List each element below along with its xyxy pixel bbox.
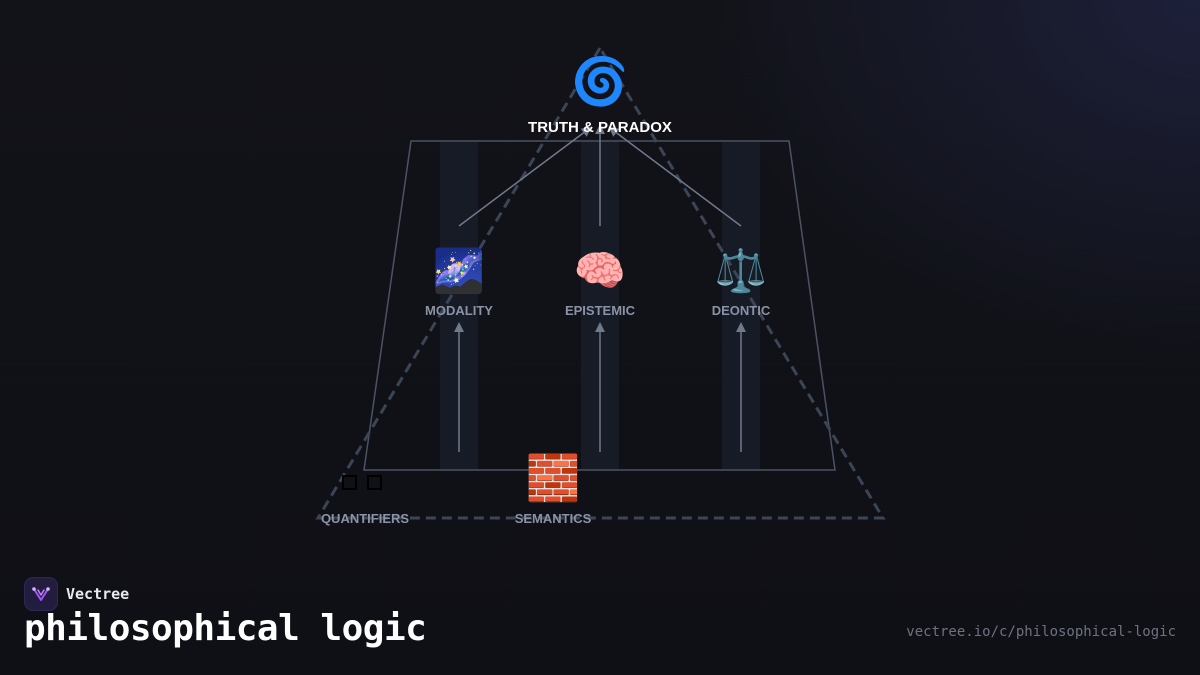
trapezoid-outline	[363, 140, 836, 471]
brand: Vectree	[24, 577, 129, 611]
node-label-modality: MODALITY	[425, 303, 493, 318]
cyclone-icon: 🌀	[571, 53, 628, 108]
node-label-deontic: DEONTIC	[712, 303, 771, 318]
brand-name: Vectree	[66, 585, 130, 603]
missing-glyph-icon	[342, 475, 382, 490]
node-label-epistemic: EPISTEMIC	[565, 303, 636, 318]
page-title: philosophical logic	[24, 608, 427, 649]
page-url: vectree.io/c/philosophical-logic	[906, 624, 1176, 640]
brain-icon: 🧠	[574, 246, 626, 295]
brick-icon: 🧱	[526, 453, 581, 504]
milky-way-icon: 🌌	[433, 246, 485, 295]
node-label-semantics: SEMANTICS	[515, 511, 592, 526]
apex-label: TRUTH & PARADOX	[528, 119, 672, 136]
vectree-logo-icon	[24, 577, 58, 611]
balance-scale-icon: ⚖️	[715, 246, 767, 295]
arrow-deontic-to-apex	[608, 126, 742, 227]
node-label-quantifiers: QUANTIFIERS	[321, 511, 409, 526]
dashed-triangle	[315, 45, 886, 520]
arrow-modality-to-apex	[458, 126, 592, 227]
